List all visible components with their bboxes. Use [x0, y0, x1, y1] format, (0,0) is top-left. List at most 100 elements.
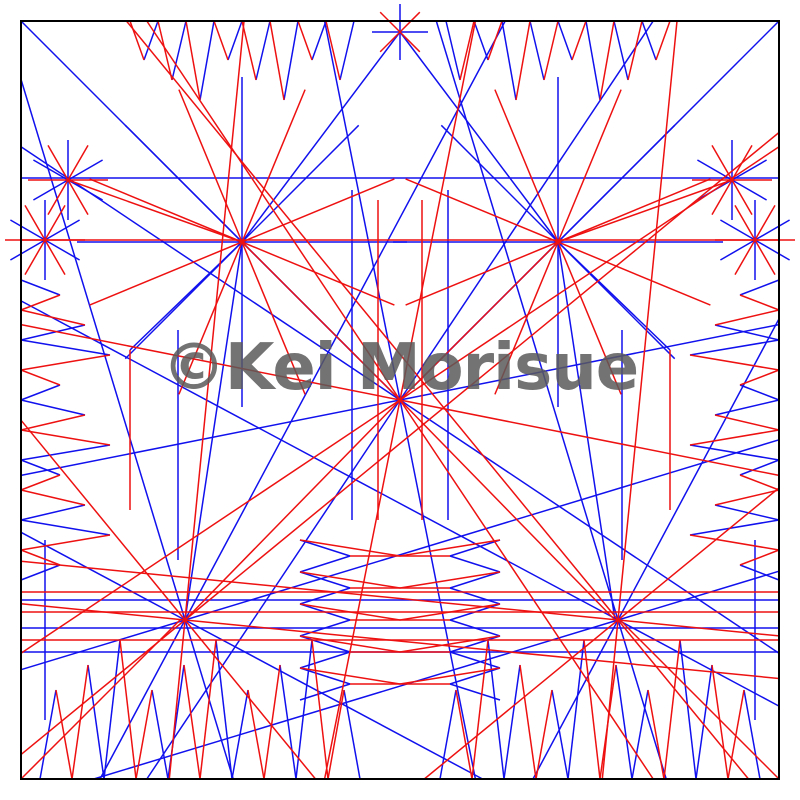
- valley-fold-line: [487, 639, 505, 780]
- mountain-fold-line: [714, 489, 780, 506]
- mountain-fold-line: [241, 241, 395, 306]
- valley-fold-line: [10, 219, 46, 241]
- valley-fold-line: [399, 323, 780, 401]
- mountain-fold-line: [299, 571, 401, 589]
- mountain-fold-line: [599, 664, 617, 780]
- valley-fold-line: [585, 20, 601, 101]
- mountain-fold-line: [515, 20, 531, 101]
- mountain-fold-line: [44, 239, 66, 275]
- mountain-fold-line: [731, 179, 753, 215]
- valley-fold-line: [739, 459, 780, 476]
- valley-fold-line: [129, 241, 243, 351]
- mountain-fold-line: [655, 20, 671, 61]
- mountain-fold-line: [379, 11, 401, 33]
- mountain-fold-line: [67, 145, 89, 181]
- mountain-fold-line: [55, 689, 73, 780]
- valley-fold-line: [241, 124, 360, 243]
- valley-fold-line: [399, 399, 477, 780]
- mountain-fold-line: [399, 635, 501, 653]
- valley-fold-line: [39, 689, 57, 780]
- mountain-fold-line: [20, 549, 61, 566]
- mountain-fold-line: [399, 241, 559, 401]
- valley-fold-line: [20, 279, 61, 296]
- valley-fold-line: [227, 20, 243, 61]
- valley-fold-line: [67, 179, 103, 201]
- mountain-fold-line: [471, 639, 489, 780]
- valley-fold-line: [343, 689, 361, 780]
- mountain-fold-line: [617, 487, 780, 621]
- valley-fold-line: [33, 159, 69, 181]
- mountain-fold-line: [20, 619, 181, 780]
- mountain-fold-line: [399, 146, 780, 401]
- valley-fold-line: [20, 324, 86, 341]
- valley-fold-line: [20, 384, 61, 401]
- valley-fold-line: [754, 219, 790, 241]
- valley-fold-line: [720, 239, 756, 261]
- mountain-fold-line: [184, 131, 780, 621]
- mountain-fold-line: [399, 399, 616, 621]
- valley-fold-line: [323, 20, 401, 401]
- mountain-fold-line: [67, 179, 243, 243]
- valley-fold-line: [231, 689, 249, 780]
- valley-fold-line: [731, 159, 767, 181]
- valley-fold-line: [473, 20, 489, 61]
- mountain-fold-line: [689, 429, 780, 446]
- mountain-fold-line: [557, 241, 711, 306]
- mountain-fold-line: [241, 89, 306, 243]
- mountain-fold-line: [399, 31, 421, 53]
- valley-fold-line: [739, 279, 780, 296]
- valley-fold-line: [215, 639, 233, 780]
- valley-fold-line: [501, 20, 517, 101]
- valley-fold-line: [20, 300, 619, 621]
- valley-fold-line: [615, 664, 633, 780]
- mountain-folds: [5, 11, 795, 780]
- mountain-fold-line: [617, 619, 780, 637]
- valley-fold-line: [399, 31, 559, 243]
- mountain-fold-line: [519, 664, 537, 780]
- valley-fold-line: [20, 459, 61, 476]
- valley-fold-line: [44, 239, 80, 261]
- mountain-fold-line: [119, 639, 137, 780]
- mountain-fold-line: [241, 178, 395, 243]
- mountain-fold-line: [714, 414, 780, 431]
- valley-fold-line: [714, 399, 780, 416]
- valley-fold-line: [143, 20, 159, 61]
- mountain-fold-line: [89, 178, 243, 243]
- valley-fold-line: [689, 519, 780, 536]
- valley-fold-line: [283, 20, 299, 101]
- mountain-fold-line: [146, 20, 401, 401]
- valley-fold-line: [739, 564, 780, 581]
- mountain-fold-line: [184, 619, 780, 680]
- mountain-fold-line: [494, 89, 559, 243]
- valley-fold-line: [679, 639, 697, 780]
- mountain-fold-line: [739, 474, 780, 491]
- mountain-fold-line: [20, 294, 61, 311]
- valley-fold-line: [146, 399, 401, 780]
- mountain-fold-line: [325, 20, 341, 81]
- valley-fold-line: [449, 651, 501, 669]
- mountain-fold-line: [311, 639, 329, 780]
- mountain-fold-line: [168, 619, 186, 780]
- valley-fold-line: [20, 339, 111, 356]
- valley-fold-line: [532, 619, 619, 780]
- mountain-fold-line: [617, 20, 678, 621]
- mountain-fold-line: [405, 241, 559, 306]
- valley-fold-line: [20, 79, 186, 621]
- mountain-fold-line: [67, 179, 89, 215]
- mountain-fold-line: [71, 664, 89, 780]
- mountain-fold-line: [571, 20, 587, 61]
- paper-border: [20, 20, 780, 780]
- valley-fold-line: [20, 564, 61, 581]
- mountain-fold-line: [20, 419, 186, 621]
- mountain-fold-line: [299, 635, 401, 653]
- mountain-fold-line: [399, 667, 501, 685]
- valley-fold-line: [449, 619, 501, 637]
- mountain-fold-line: [734, 205, 756, 241]
- valley-fold-line: [67, 159, 103, 181]
- valley-fold-line: [295, 639, 313, 780]
- valley-fold-line: [641, 20, 657, 61]
- mountain-fold-line: [44, 205, 66, 241]
- mountain-fold-line: [734, 239, 756, 275]
- valley-fold-line: [617, 318, 780, 621]
